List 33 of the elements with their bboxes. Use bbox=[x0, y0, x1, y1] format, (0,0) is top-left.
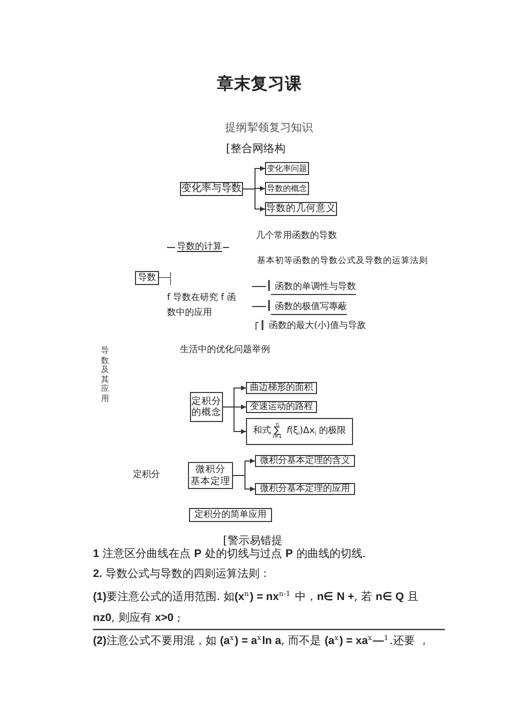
section-heading: [整合网络构 bbox=[226, 142, 286, 154]
topic-label: 生活中的优化问题举例 bbox=[180, 346, 270, 354]
arrow bbox=[232, 475, 256, 492]
topic-box: 定积分的简单应用 bbox=[189, 508, 272, 522]
subtopic-box: 导数的概念 bbox=[265, 182, 309, 195]
subtopic-box: 微积分基本定理的应用 bbox=[255, 483, 355, 495]
subtopic-box: 变化率问题 bbox=[265, 162, 309, 175]
topic-label: 导数的计算 bbox=[177, 242, 222, 252]
topic-label: 函数的单调性与导数 bbox=[271, 283, 356, 295]
subtitle: 提纲挈领复习知识 bbox=[225, 122, 313, 132]
arrow bbox=[242, 188, 266, 212]
topic-box: 微积分基本定理 bbox=[188, 462, 233, 489]
note-paragraph: 1 注意区分曲线在点 P 处的切线与过点 P 的曲线的切线. bbox=[93, 548, 366, 560]
subtopic-box: 微积分基本定理的含义 bbox=[255, 455, 355, 467]
topic-box: 定积分的概念 bbox=[190, 392, 223, 422]
arrow bbox=[222, 406, 246, 434]
subtopic-box: 导数的几何意义 bbox=[265, 202, 337, 216]
note-paragraph: (2)注意公式不要用混，如 (a$^{x}$) = a$^{x}$ln a, 而不是 (a$^{x}$) = xa$^{x}$—$^{1}$.还要 ， bbox=[93, 634, 430, 646]
note-heading: 2. 导数公式与导数的四则运算法则： bbox=[93, 568, 271, 580]
topic-label: 定积分 bbox=[133, 470, 160, 480]
section-heading: [警示易错提 bbox=[223, 534, 282, 546]
topic-label: 函数的最大(小)值与导敌 bbox=[269, 322, 366, 331]
note-paragraph: (1)要注意公式的适用范围. 如(x$^{n}$) = nx$^{n-1}$ 中，n∈ N +, 若 n∈ Q 且 nz0, 则应有 x>0 ; bbox=[93, 588, 420, 626]
title: 章末复习课 bbox=[217, 76, 302, 92]
topic-box: 导数 bbox=[135, 271, 159, 285]
topic-label: 函数的极值写專蔽 bbox=[271, 303, 347, 315]
subtopic-box: 曲边梯形的面积 bbox=[246, 382, 317, 394]
topic-label: 基本初等函数的导数公式及导数的运算法则 bbox=[257, 256, 428, 266]
vertical-label: 导数及其应用 bbox=[101, 346, 109, 403]
topic-label: 几个常用函数的导数 bbox=[256, 232, 337, 240]
topic-box: 变化率与导数 bbox=[180, 182, 243, 196]
subtopic-box: 变速运动的路程 bbox=[246, 401, 317, 413]
topic-label: f 导数在研究 f 函数中的应用 bbox=[167, 292, 236, 320]
